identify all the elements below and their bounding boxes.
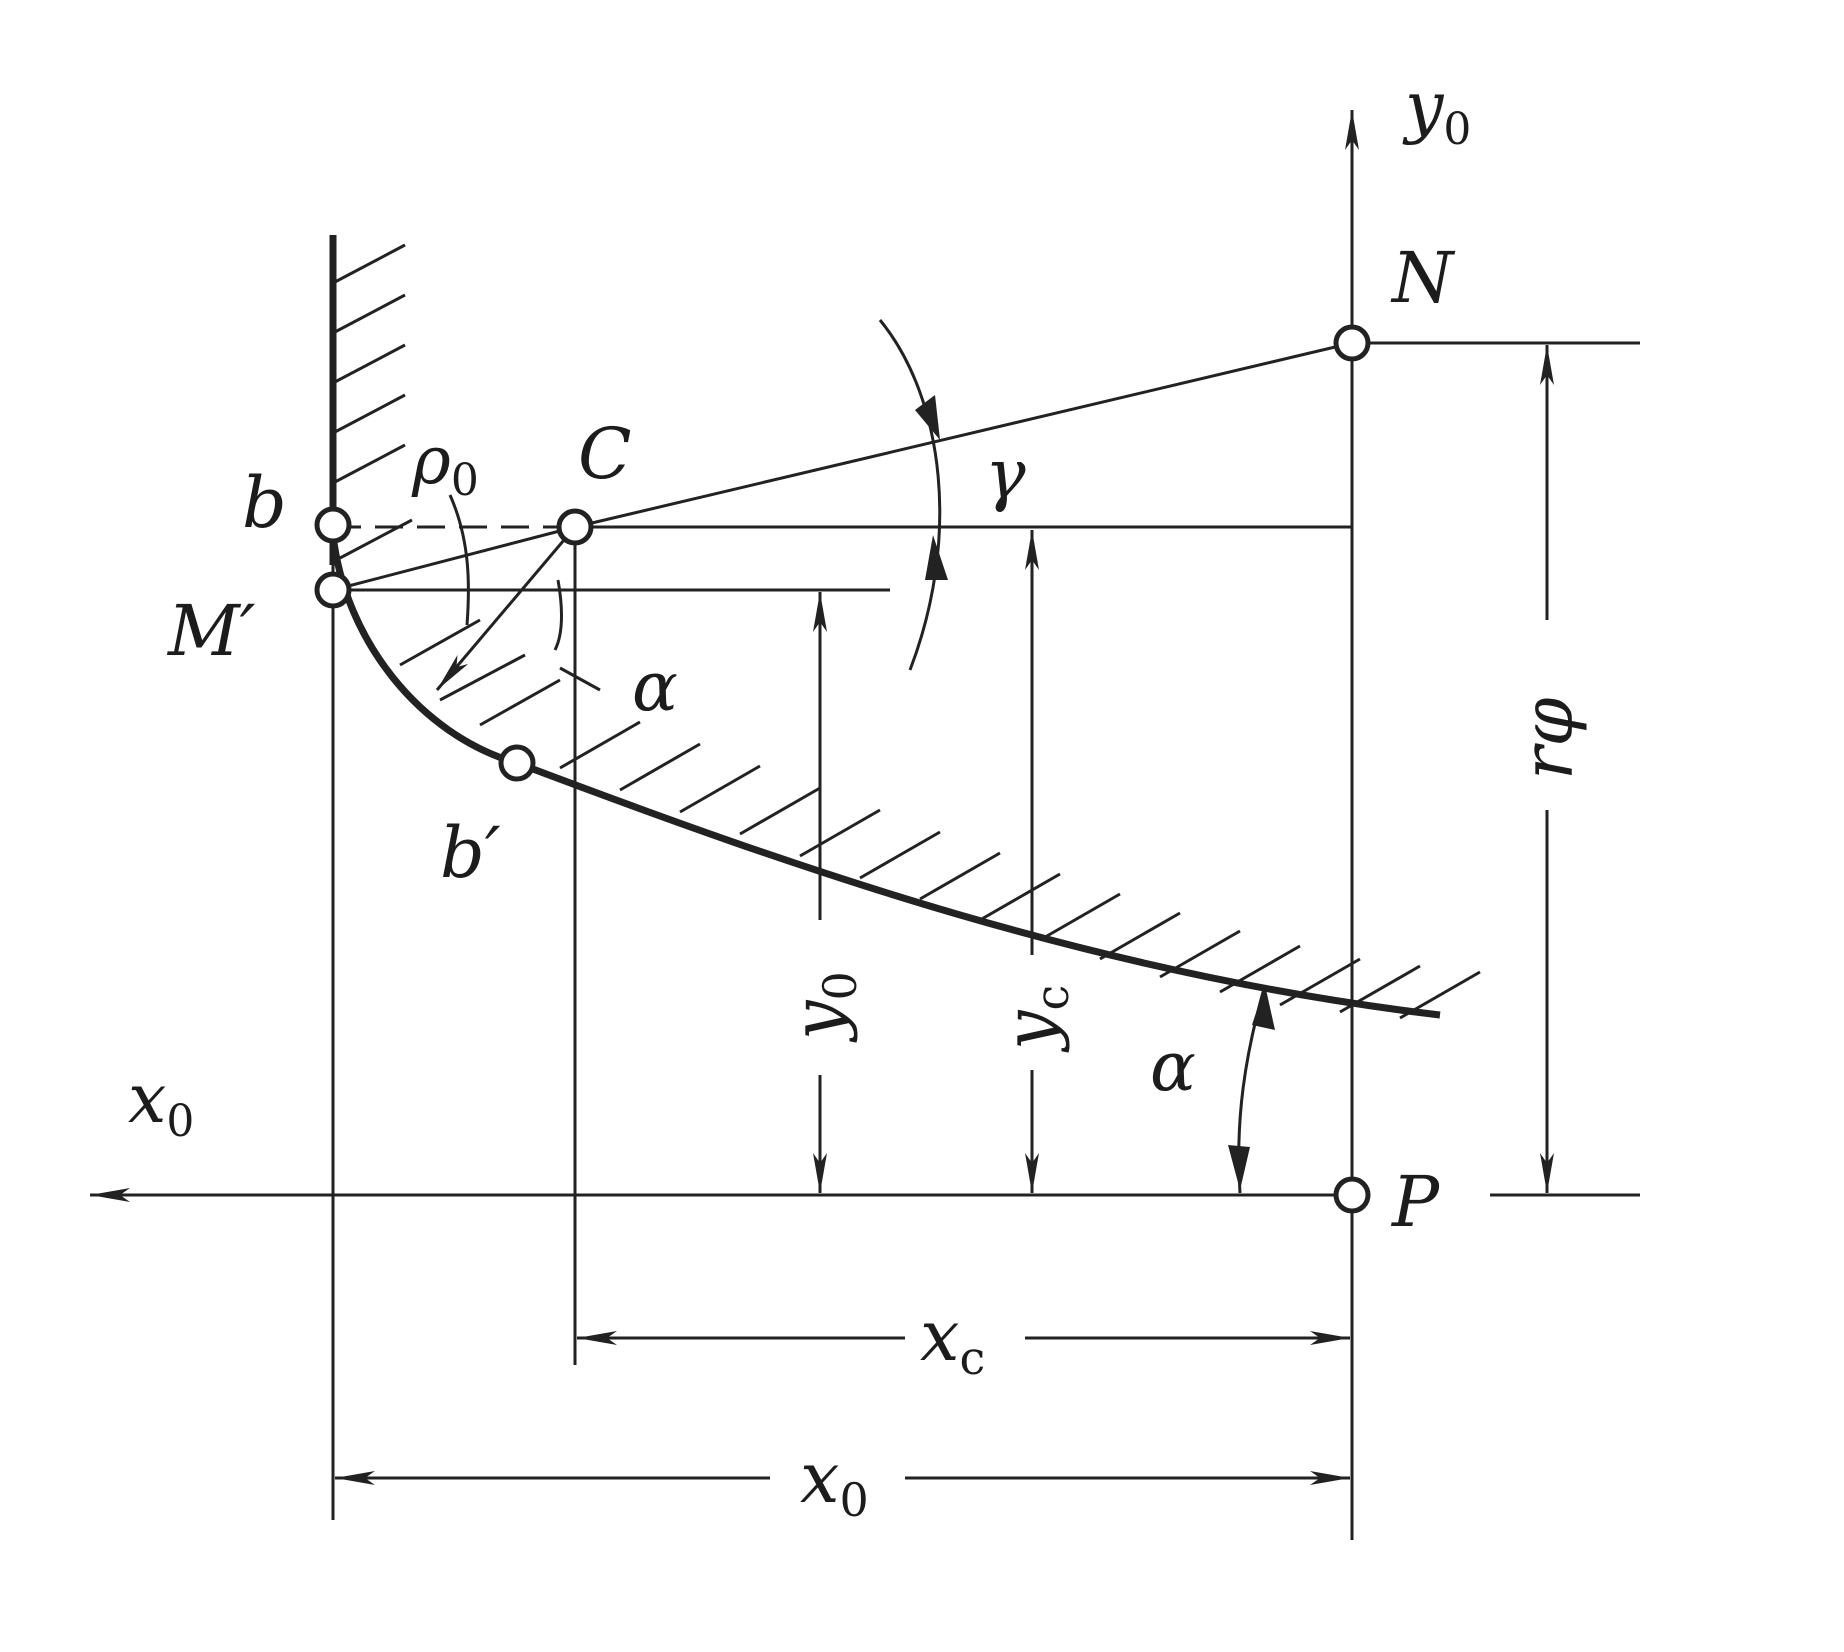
label-p: P [1390, 1161, 1441, 1243]
wall-hatching [332, 243, 413, 560]
point-c [556, 508, 594, 546]
label-xc-dim: xc [920, 1295, 985, 1385]
label-b: b [242, 462, 287, 544]
alpha-bottom-arrow-bottom [1228, 1145, 1250, 1190]
m-c-line [332, 525, 576, 592]
curve-hatching [399, 618, 1481, 1020]
gamma-arc [878, 319, 942, 671]
label-x0-dim: x0 [800, 1437, 869, 1527]
point-m-prime [314, 571, 352, 609]
tool-profile-curve [329, 534, 1441, 1019]
label-n: N [1390, 237, 1456, 319]
alpha-bottom-arrow-top [1252, 985, 1275, 1030]
c-n-line [574, 341, 1353, 529]
label-yc-dim: yc [989, 985, 1079, 1053]
rho0-leader [448, 494, 470, 626]
label-b-prime: b′ [440, 812, 501, 894]
label-c: C [578, 413, 632, 495]
label-alpha-bottom: α [1150, 1028, 1196, 1107]
gamma-arrow-lower [925, 535, 948, 580]
point-b-prime [498, 744, 536, 782]
point-n [1333, 324, 1371, 362]
label-gamma: γ [985, 436, 1026, 515]
alpha-top-arc [553, 579, 563, 651]
y0-axis-label: y0 [1402, 68, 1471, 155]
point-p [1333, 1176, 1371, 1214]
label-y0-dim: y0 [777, 971, 867, 1043]
label-r-phi: rφ [1507, 698, 1589, 780]
label-m-prime: M′ [166, 590, 256, 672]
rho0-radius-line [435, 526, 577, 691]
label-alpha-top: α [632, 648, 678, 727]
x0-axis-label: x0 [128, 1060, 194, 1147]
label-rho0: ρ0 [411, 422, 479, 506]
alpha-top-leader [559, 666, 601, 692]
point-b [314, 506, 352, 544]
gamma-arrow-upper [915, 395, 940, 440]
